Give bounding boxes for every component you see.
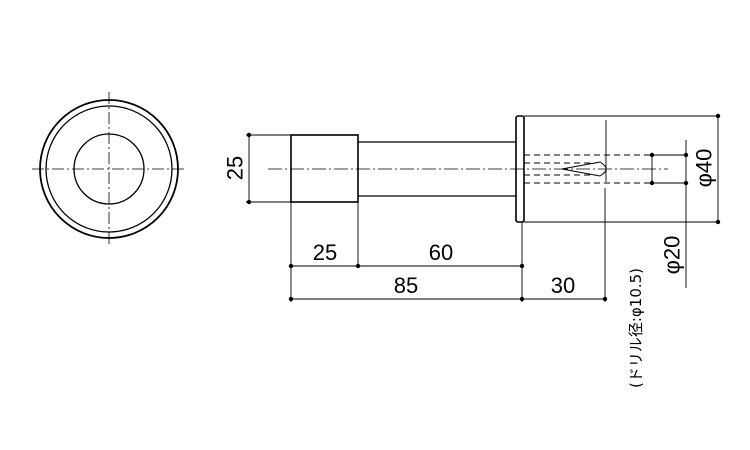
side-view: [268, 115, 668, 223]
dim-dot: [683, 180, 689, 186]
drill-diameter-note: (ドリル径:φ10.5): [627, 268, 645, 388]
anchor-diameter-label: φ20: [660, 236, 685, 275]
dim-dot: [288, 296, 294, 302]
dim-dot: [715, 113, 721, 119]
base-diameter-label: φ40: [692, 149, 717, 188]
dim-dot: [246, 132, 252, 138]
dim-dot: [519, 263, 525, 269]
dimension-dots: [246, 113, 721, 302]
dim-dot: [288, 263, 294, 269]
dimension-lines: [246, 115, 720, 302]
shaft-length-label: 60: [429, 240, 453, 265]
dim-dot: [683, 152, 689, 158]
dim-dot: [519, 296, 525, 302]
dim-dot: [246, 199, 252, 205]
total-length-label: 85: [394, 273, 418, 298]
front-view: [32, 92, 186, 246]
dim-dot: [649, 152, 655, 158]
head-length-label: 25: [313, 240, 337, 265]
dim-dot: [602, 296, 608, 302]
anchor-length-label: 30: [551, 273, 575, 298]
head-diameter-label: 25: [223, 156, 248, 180]
dim-dot: [715, 219, 721, 225]
dim-dot: [649, 180, 655, 186]
stopper-head: [290, 134, 359, 203]
dim-dot: [355, 263, 361, 269]
